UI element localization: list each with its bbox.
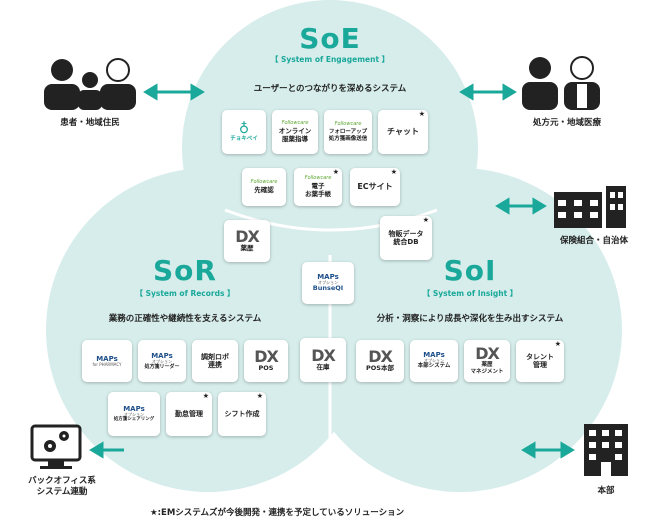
soe-description: ユーザーとのつながりを深めるシステム: [253, 84, 407, 94]
followcare-logo: Followcare: [281, 120, 309, 127]
arrows: [89, 83, 575, 459]
dx-logo: DX: [254, 347, 279, 367]
sor-description: 業務の正確性や継続性を支えるシステム: [108, 314, 262, 324]
card-followup[interactable]: Followcare フォローアップ 処方箋画像送信: [324, 110, 372, 154]
card-zaiko[interactable]: DX 在庫: [300, 338, 346, 382]
star-mark: ★: [554, 340, 561, 348]
star-mark: ★: [256, 392, 263, 400]
prescribers-label: 処方元・地域医療: [532, 118, 601, 128]
hq-building-icon: [584, 424, 628, 476]
patients-icon: [44, 58, 136, 110]
card-online[interactable]: Followcare オンライン 服薬指導: [272, 110, 318, 154]
chokipei-icon: ♁: [238, 120, 250, 137]
sor-subtitle: 【 System of Records 】: [135, 289, 235, 298]
followcare-logo: Followcare: [304, 175, 332, 182]
backoffice-label: バックオフィス系 システム連動: [28, 476, 96, 498]
dx-logo: DX: [368, 347, 393, 367]
star-mark: ★: [332, 168, 339, 176]
monitor-gear-icon: [30, 424, 82, 469]
doctor-icon: [522, 56, 600, 110]
arrow-hq: [521, 441, 575, 459]
card-butsuhan[interactable]: ★ 物販データ 統合DB: [380, 216, 432, 260]
card-denshi[interactable]: ★ Followcare 電子 お薬手帳: [294, 168, 342, 206]
arrow-patients: [143, 83, 205, 101]
dx-logo: DX: [311, 346, 336, 366]
dx-logo: DX: [235, 227, 260, 247]
soe-subtitle: 【 System of Engagement 】: [270, 55, 390, 64]
card-ec[interactable]: ★ ECサイト: [350, 168, 400, 206]
insurers-label: 保険組合・自治体: [559, 236, 628, 246]
soi-description: 分析・洞察により成長や深化を生み出すシステム: [376, 314, 564, 324]
card-talent[interactable]: ★ タレント 管理: [516, 340, 564, 382]
card-chat[interactable]: ★ チャット: [378, 110, 428, 154]
soi-circle: [298, 168, 622, 492]
star-mark: ★: [390, 168, 397, 176]
star-mark: ★: [418, 110, 425, 118]
arrow-backoffice: [89, 441, 124, 459]
card-chokipei[interactable]: ♁ チョキペイ: [222, 110, 266, 154]
card-chozai-robo[interactable]: 調剤ロボ 連携: [192, 340, 238, 382]
star-mark: ★: [202, 392, 209, 400]
building-icon: [554, 186, 626, 228]
card-yakureki-mgmt[interactable]: DX 薬歴 マネジメント: [464, 340, 510, 382]
followcare-logo: Followcare: [334, 121, 362, 128]
card-kintai[interactable]: ★ 勤怠管理: [166, 392, 212, 436]
card-dx-yakureki[interactable]: DX 薬歴: [224, 220, 270, 262]
arrow-insurers: [495, 197, 547, 215]
soi-subtitle: 【 System of Insight 】: [422, 289, 518, 298]
card-shift[interactable]: ★ シフト作成: [218, 392, 266, 436]
hq-label: 本部: [597, 486, 615, 496]
footnote: ★:EMシステムズが今後開発・連携を予定しているソリューション: [150, 508, 405, 518]
arrow-prescribers: [459, 83, 517, 101]
dx-logo: DX: [475, 344, 500, 364]
card-pos-honbu[interactable]: DX POS本部: [356, 340, 404, 382]
soe-title: SoE: [299, 22, 361, 55]
sor-title: SoR: [153, 254, 217, 287]
card-sakikakunin[interactable]: Followcare 先確認: [242, 168, 286, 206]
patients-label: 患者・地域住民: [60, 118, 120, 128]
card-pos[interactable]: DX POS: [244, 340, 288, 382]
followcare-logo: Followcare: [250, 179, 278, 186]
soi-title: SoI: [443, 254, 497, 287]
star-mark: ★: [422, 216, 429, 224]
